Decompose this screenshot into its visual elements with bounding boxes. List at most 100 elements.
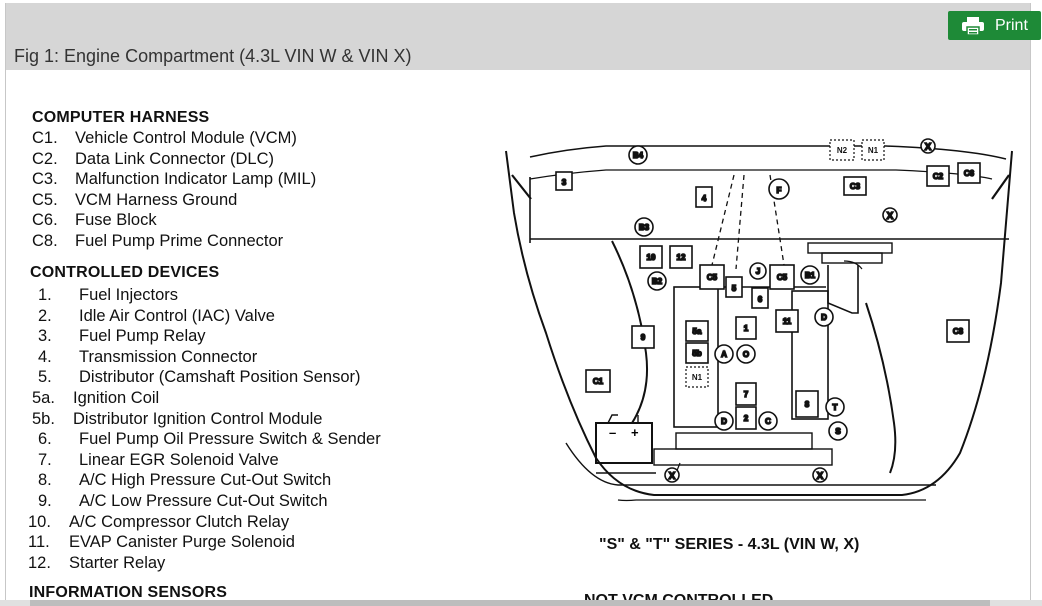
svg-text:B2: B2 [652,277,663,286]
legend-item-code: 4. [38,347,52,366]
svg-text:N2: N2 [837,146,848,155]
svg-text:5b: 5b [692,349,701,358]
legend-item-text: Malfunction Indicator Lamp (MIL) [75,170,317,189]
section-title-computer-harness: COMPUTER HARNESS [32,109,210,126]
ground-x-left-bottom: X [664,467,680,483]
circle-b1: B1 [800,265,820,285]
legend-item-text: EVAP Canister Purge Solenoid [69,533,295,552]
circle-d-right: D [814,307,834,327]
legend-item-code: 8. [38,471,52,490]
svg-text:X: X [669,471,676,482]
svg-text:9: 9 [641,333,646,342]
legend-item-text: Fuel Pump Prime Connector [75,232,284,250]
legend-item-code: 5. [38,368,52,387]
svg-text:C8: C8 [953,327,964,336]
svg-text:D: D [821,313,827,322]
svg-text:J: J [756,267,760,276]
box-5: 5 [725,276,743,298]
box-c5-left: C5 [699,264,725,290]
legend-item: 11.EVAP Canister Purge Solenoid [28,532,295,552]
svg-text:5: 5 [732,284,737,293]
legend-item-code: C1. [32,129,58,147]
svg-text:7: 7 [744,390,749,399]
figure-title-bar: Fig 1: Engine Compartment (4.3L VIN W & … [6,3,1030,70]
legend-item-code: 9. [38,492,52,510]
legend-item: C6.Fuse Block [32,210,157,230]
box-c8: C8 [946,319,970,343]
circle-j: J [749,262,767,280]
svg-text:12: 12 [677,253,686,262]
legend-item: 8.A/C High Pressure Cut-Out Switch [38,470,331,490]
fender-outline [505,150,1013,496]
box-c2: C2 [926,165,950,187]
circle-t: T [825,397,845,417]
legend-item: 5. Distributor (Camshaft Position Sensor) [38,367,361,387]
print-button[interactable]: Print [948,11,1041,40]
svg-text:A: A [721,350,727,359]
svg-text:C: C [765,417,771,426]
svg-text:11: 11 [783,317,792,326]
scrollbar-thumb[interactable] [30,600,990,606]
circle-s: S [828,421,848,441]
box-10: 10 [639,245,663,269]
legend-item-code: 12. [28,553,51,572]
circle-b3: B3 [634,217,654,237]
battery [595,422,653,464]
legend-item-text: A/C Compressor Clutch Relay [69,512,290,531]
legend-item-code: 7. [38,450,52,469]
box-8: 8 [795,390,819,418]
legend-item: C2.Data Link Connector (DLC) [32,149,274,169]
svg-text:4: 4 [702,194,707,203]
svg-text:N1: N1 [868,146,879,155]
legend-item-code: 3. [38,327,52,346]
legend-item-code: 5b. [32,409,55,428]
circle-c: C [758,411,778,431]
box-c3: C3 [843,176,867,196]
legend-item-text: Starter Relay [69,553,166,572]
engine-compartment-diagram: 3 4 C3 C2 C6 10 12 C5 C5 5 6 11 9 5a 1 C… [505,138,1013,606]
box-6: 6 [751,287,769,309]
legend-item: 7. Linear EGR Solenoid Valve [38,450,279,470]
box-2: 2 [735,406,757,430]
svg-text:3: 3 [562,178,567,187]
bay-right-curve [865,302,897,474]
svg-text:X: X [925,142,932,153]
legend-item-text: Fuse Block [75,211,157,230]
legend-item-text: Data Link Connector (DLC) [75,149,274,168]
legend-item: 9. A/C Low Pressure Cut-Out Switch [38,491,328,511]
svg-text:T: T [833,403,838,412]
box-12: 12 [669,245,693,269]
legend-item-text: Distributor Ignition Control Module [73,409,323,428]
svg-text:C3: C3 [850,182,861,191]
legend-item-text: VCM Harness Ground [75,190,238,209]
svg-text:5a: 5a [693,327,702,336]
legend-item-code: 5a. [32,389,55,407]
box-1: 1 [735,316,757,340]
svg-text:C5: C5 [707,273,718,282]
svg-text:O: O [743,350,749,359]
legend-item-text: Distributor (Camshaft Position Sensor) [79,368,361,387]
legend-item: C1.Vehicle Control Module (VCM) [32,128,297,148]
legend-item-text: Linear EGR Solenoid Valve [79,450,279,469]
svg-text:B1: B1 [805,271,816,280]
legend-item-text: A/C Low Pressure Cut-Out Switch [79,492,328,510]
legend-item: 10.A/C Compressor Clutch Relay [28,512,289,532]
legend-item: C5.VCM Harness Ground [32,190,237,210]
bay-left-curve [611,240,649,424]
svg-text:8: 8 [805,400,810,409]
section-title-controlled-devices: CONTROLLED DEVICES [30,264,220,281]
svg-text:S: S [835,427,841,436]
ground-x-top: X [920,138,936,154]
svg-text:1: 1 [744,324,749,333]
svg-text:10: 10 [647,253,656,262]
circle-o: O [736,344,756,364]
box-5a: 5a [685,320,709,342]
box-n2: N2 [829,139,855,161]
legend-item: 1.Fuel Injectors [38,285,178,305]
box-3: 3 [555,171,573,191]
svg-text:X: X [887,211,894,222]
svg-text:N1: N1 [692,373,703,382]
svg-text:2: 2 [744,414,749,423]
svg-text:C2: C2 [933,172,944,181]
circle-f: F [768,178,790,200]
